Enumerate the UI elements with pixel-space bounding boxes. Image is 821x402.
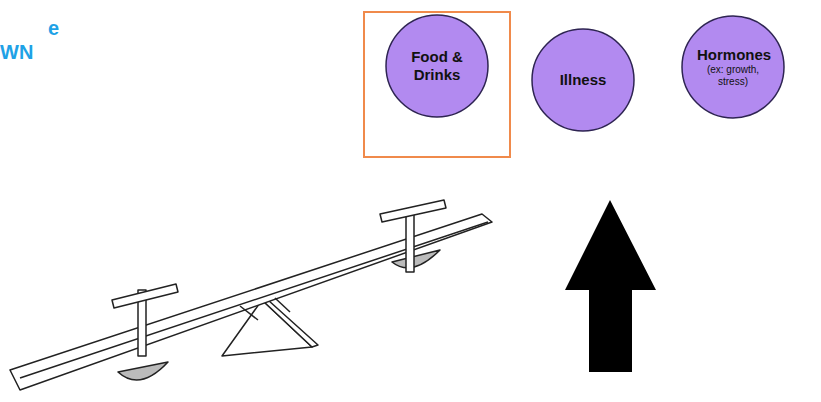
factor-name: Food & Drinks bbox=[401, 48, 473, 84]
factor-name: Illness bbox=[560, 71, 607, 89]
factor-name: Hormones bbox=[697, 46, 769, 64]
highlight-box bbox=[364, 12, 510, 157]
factor-examples: (ex: growth, stress) bbox=[693, 64, 773, 88]
factor-circle: Food & Drinks bbox=[385, 14, 489, 118]
factor-circle: Illness bbox=[531, 28, 635, 132]
factor-circle: Hormones(ex: growth, stress) bbox=[681, 15, 785, 119]
heading-fragment: e bbox=[48, 16, 59, 40]
up-arrow bbox=[565, 200, 656, 372]
seesaw-illustration bbox=[10, 200, 492, 390]
heading-fragment: WN bbox=[0, 40, 33, 64]
